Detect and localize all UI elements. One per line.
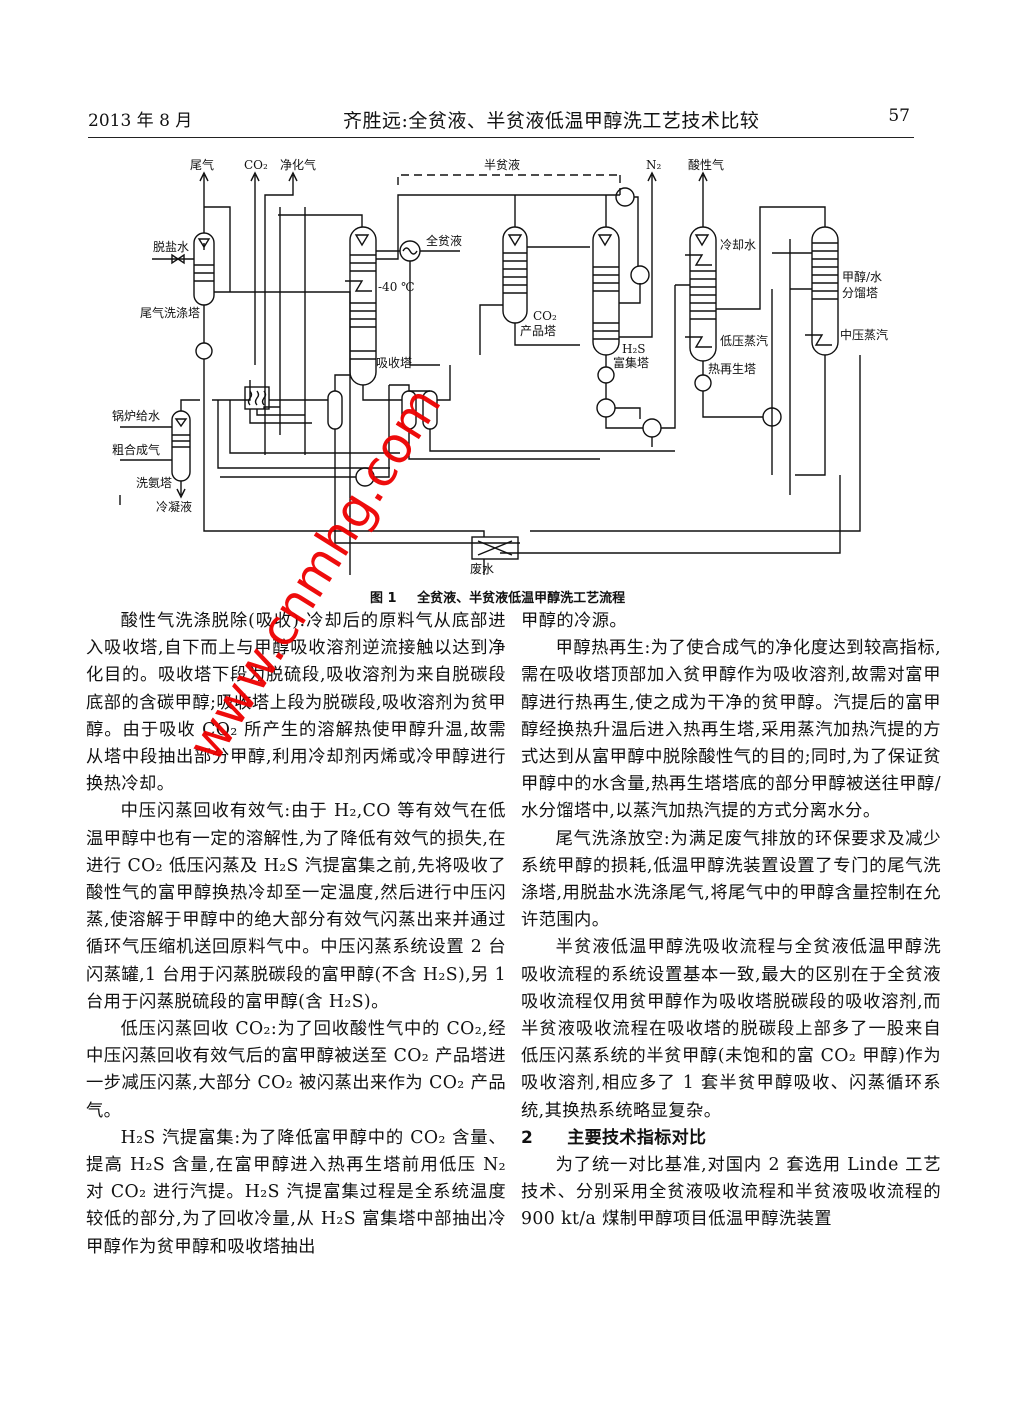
label-mp-steam: 中压蒸汽 (840, 328, 889, 342)
left-column: 酸性气洗涤脱除(吸收):冷却后的原料气从底部进入吸收塔,自下而上与甲醇吸收溶剂逆… (86, 608, 506, 1261)
hot-regenerator-tower (685, 226, 717, 362)
pump-icon (195, 342, 213, 360)
label-acid-gas: 酸性气 (688, 158, 725, 172)
paragraph-continuation: 甲醇的冷源。 (521, 611, 628, 631)
paragraph-acid-gas-absorption: 酸性气洗涤脱除(吸收):冷却后的原料气从底部进入吸收塔,自下而上与甲醇吸收溶剂逆… (86, 611, 506, 795)
label-purified-gas: 净化气 (280, 158, 317, 172)
label-ammonia-wash: 洗氨塔 (136, 476, 173, 490)
heat-exchanger-icon (762, 407, 782, 427)
heat-exchanger-icon (642, 418, 662, 438)
section-heading: 2 主要技术指标对比 (521, 1125, 941, 1152)
label-co2-out: CO₂ (244, 158, 268, 172)
label-raw-syngas: 粗合成气 (112, 443, 161, 457)
label-h2s-1: H₂S (622, 342, 646, 356)
h2s-enrichment-tower (592, 226, 620, 356)
methanol-water-fractionator (805, 226, 839, 356)
waste-water-unit (471, 536, 519, 560)
heat-exchanger-icon (596, 398, 616, 418)
label-desalted-water: 脱盐水 (153, 240, 190, 254)
label-semi-lean: 半贫液 (484, 158, 521, 172)
label-full-lean: 全贫液 (426, 234, 463, 248)
figure-number: 图 1 (370, 591, 397, 606)
flash-drum (327, 390, 343, 430)
page-number: 57 (888, 106, 910, 126)
label-n2: N₂ (646, 158, 662, 172)
flash-drum (422, 390, 438, 430)
label-co2-product-1: CO₂ (533, 309, 557, 323)
pump-icon (597, 366, 615, 384)
running-header: 2013 年 8 月 齐胜远:全贫液、半贫液低温甲醇洗工艺技术比较 57 (88, 104, 910, 134)
label-minus40: -40 ℃ (378, 280, 415, 294)
section-title: 主要技术指标对比 (567, 1127, 707, 1148)
flash-drum (401, 390, 417, 430)
label-tail-gas: 尾气 (190, 158, 215, 172)
ammonia-wash-tower (171, 410, 191, 482)
process-flow-diagram: 尾气 CO₂ 净化气 半贫液 N₂ 酸性气 脱盐水 尾气洗涤塔 全贫液 -40 … (100, 155, 920, 575)
paragraph-tail-gas-wash: 尾气洗涤放空:为满足废气排放的环保要求及减少系统甲醇的损耗,低温甲醇洗装置设置了… (521, 828, 941, 931)
label-co2-product-2: 产品塔 (520, 324, 557, 338)
right-column: 甲醇的冷源。 甲醇热再生:为了使合成气的净化度达到较高指标,需在吸收塔顶部加入贫… (521, 608, 941, 1234)
paragraph-h2s-stripping: H₂S 汽提富集:为了降低富甲醇中的 CO₂ 含量、提高 H₂S 含量,在富甲醇… (86, 1127, 506, 1257)
label-lp-steam: 低压蒸汽 (720, 334, 769, 348)
valve-icon (171, 253, 185, 265)
paragraph-mp-flash: 中压闪蒸回收有效气:由于 H₂,CO 等有效气在低温甲醇中也有一定的溶解性,为了… (86, 801, 506, 1012)
header-rule (88, 137, 914, 138)
compressor-icon (355, 467, 375, 487)
label-boiler-feed: 锅炉给水 (112, 409, 161, 423)
header-title: 齐胜远:全贫液、半贫液低温甲醇洗工艺技术比较 (343, 110, 760, 132)
label-tail-gas-scrubber: 尾气洗涤塔 (140, 306, 201, 320)
paragraph-comparison-basis: 为了统一对比基准,对国内 2 套选用 Linde 工艺技术、分别采用全贫液吸收流… (521, 1155, 941, 1230)
arrow-icon (199, 171, 209, 182)
header-date: 2013 年 8 月 (88, 111, 193, 131)
label-methanol-water-2: 分馏塔 (842, 286, 879, 300)
label-absorber: 吸收塔 (376, 356, 413, 370)
purified-gas-line (264, 175, 294, 455)
label-waste-water: 废水 (470, 562, 495, 576)
pump-icon (615, 187, 635, 207)
pump-icon (694, 374, 712, 392)
label-methanol-water-1: 甲醇/水 (842, 270, 883, 284)
semi-lean-dashed-line (397, 174, 620, 185)
flow-diagram-svg (119, 171, 861, 575)
figure-caption-text: 全贫液、半贫液低温甲醇洗工艺流程 (417, 591, 626, 606)
co2-product-tower (502, 226, 528, 324)
paragraph-semi-lean-comparison: 半贫液低温甲醇洗吸收流程与全贫液低温甲醇洗吸收流程的系统设置基本一致,最大的区别… (521, 937, 941, 1121)
label-condensate: 冷凝液 (156, 500, 193, 514)
paragraph-lp-flash: 低压闪蒸回收 CO₂:为了回收酸性气中的 CO₂,经中压闪蒸回收有效气后的富甲醇… (86, 1019, 506, 1121)
paragraph-hot-regeneration: 甲醇热再生:为了使合成气的净化度达到较高指标,需在吸收塔顶部加入贫甲醇作为吸收溶… (521, 638, 941, 822)
pump-icon (630, 265, 650, 285)
figure-caption: 图 1 全贫液、半贫液低温甲醇洗工艺流程 (370, 587, 625, 606)
absorber-tower (345, 226, 377, 386)
label-hot-regen: 热再生塔 (708, 362, 757, 376)
section-number: 2 (521, 1127, 534, 1148)
label-cooling-water: 冷却水 (720, 238, 757, 252)
label-h2s-2: 富集塔 (613, 356, 650, 370)
